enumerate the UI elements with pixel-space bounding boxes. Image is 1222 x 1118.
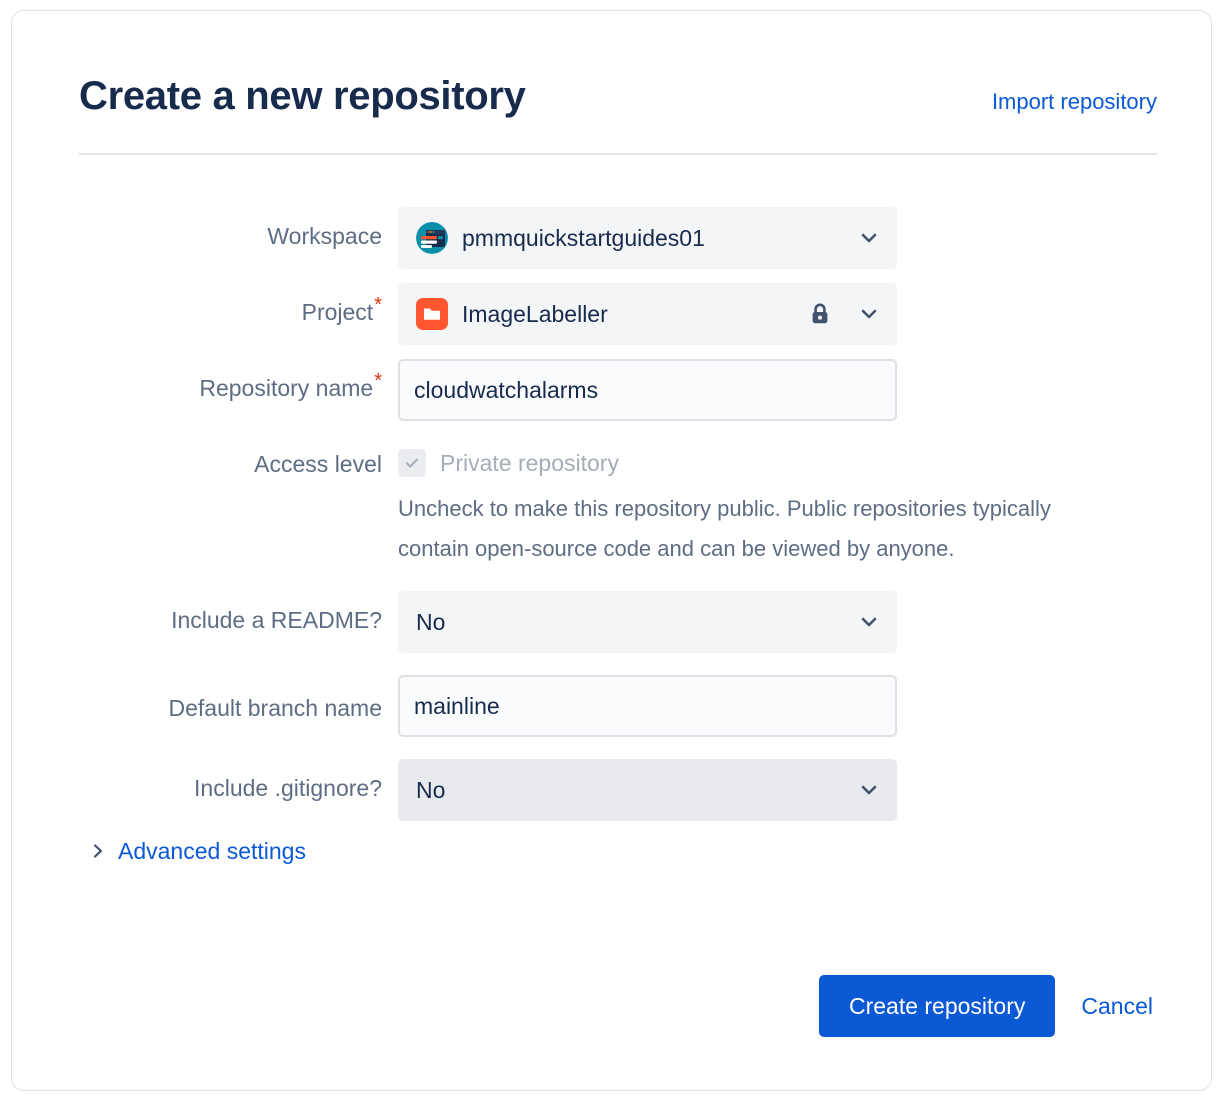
workspace-select[interactable]: pmmquickstartguides01 <box>398 207 897 269</box>
form-row-workspace: Workspace <box>12 207 1213 269</box>
workspace-label-text: Workspace <box>267 223 382 249</box>
advanced-settings-label: Advanced settings <box>118 838 306 864</box>
default-branch-input[interactable] <box>398 675 897 737</box>
header-divider <box>79 153 1157 155</box>
advanced-settings-toggle[interactable]: Advanced settings <box>90 835 306 867</box>
form-row-include-gitignore: Include .gitignore? No <box>12 759 1213 821</box>
create-repository-button[interactable]: Create repository <box>818 975 1056 1037</box>
private-repository-checkbox <box>398 449 426 477</box>
workspace-avatar-icon <box>416 222 448 254</box>
access-level-help-text: Uncheck to make this repository public. … <box>398 496 1051 561</box>
include-gitignore-control: No <box>398 759 1213 821</box>
chevron-down-icon <box>859 304 879 324</box>
include-readme-label-text: Include a README? <box>171 607 382 633</box>
form-actions: Create repository Cancel <box>12 975 1157 1037</box>
include-gitignore-select[interactable]: No <box>398 759 897 821</box>
default-branch-control <box>398 675 1213 737</box>
repository-name-input[interactable] <box>398 359 897 421</box>
folder-icon <box>416 298 448 330</box>
project-control: ImageLabeller <box>398 283 1213 345</box>
workspace-value: pmmquickstartguides01 <box>462 225 705 251</box>
repository-name-label: Repository name* <box>12 359 398 403</box>
default-branch-label: Default branch name <box>12 675 398 727</box>
chevron-down-icon <box>859 612 879 632</box>
include-gitignore-value: No <box>416 777 446 803</box>
repository-form: Workspace <box>12 207 1213 867</box>
project-label: Project* <box>12 283 398 327</box>
project-value: ImageLabeller <box>462 301 608 327</box>
private-repository-checkbox-row[interactable]: Private repository <box>398 435 1213 477</box>
form-row-repository-name: Repository name* <box>12 359 1213 421</box>
checkmark-icon <box>406 458 418 468</box>
form-row-default-branch: Default branch name <box>12 675 1213 737</box>
repository-name-control <box>398 359 1213 421</box>
create-repository-card: Create a new repository Import repositor… <box>11 10 1212 1091</box>
include-readme-control: No <box>398 591 1213 653</box>
repository-name-label-text: Repository name <box>199 375 374 401</box>
workspace-label: Workspace <box>12 207 398 251</box>
chevron-down-icon <box>859 780 879 800</box>
import-repository-link[interactable]: Import repository <box>991 89 1157 114</box>
access-level-control: Private repository Uncheck to make this … <box>398 435 1213 569</box>
project-label-text: Project <box>301 299 374 325</box>
chevron-down-icon <box>859 228 879 248</box>
form-row-access-level: Access level Private repository Uncheck … <box>12 435 1213 569</box>
page-title: Create a new repository <box>79 74 526 118</box>
card-header: Create a new repository Import repositor… <box>79 71 1157 121</box>
include-gitignore-label: Include .gitignore? <box>12 759 398 803</box>
form-row-include-readme: Include a README? No <box>12 591 1213 653</box>
include-readme-select[interactable]: No <box>398 591 897 653</box>
access-level-label: Access level <box>12 435 398 479</box>
project-required-asterisk: * <box>374 294 382 317</box>
default-branch-label-text: Default branch name <box>168 695 382 721</box>
repository-name-required-asterisk: * <box>374 370 382 393</box>
lock-icon <box>807 301 833 327</box>
access-level-label-text: Access level <box>254 451 382 477</box>
project-select[interactable]: ImageLabeller <box>398 283 897 345</box>
include-readme-label: Include a README? <box>12 591 398 635</box>
chevron-right-icon <box>90 843 106 859</box>
form-row-project: Project* ImageLabeller <box>12 283 1213 345</box>
workspace-control: pmmquickstartguides01 <box>398 207 1213 269</box>
cancel-button[interactable]: Cancel <box>1077 993 1157 1020</box>
include-gitignore-label-text: Include .gitignore? <box>194 775 382 801</box>
private-repository-label: Private repository <box>440 450 619 476</box>
include-readme-value: No <box>416 609 446 635</box>
